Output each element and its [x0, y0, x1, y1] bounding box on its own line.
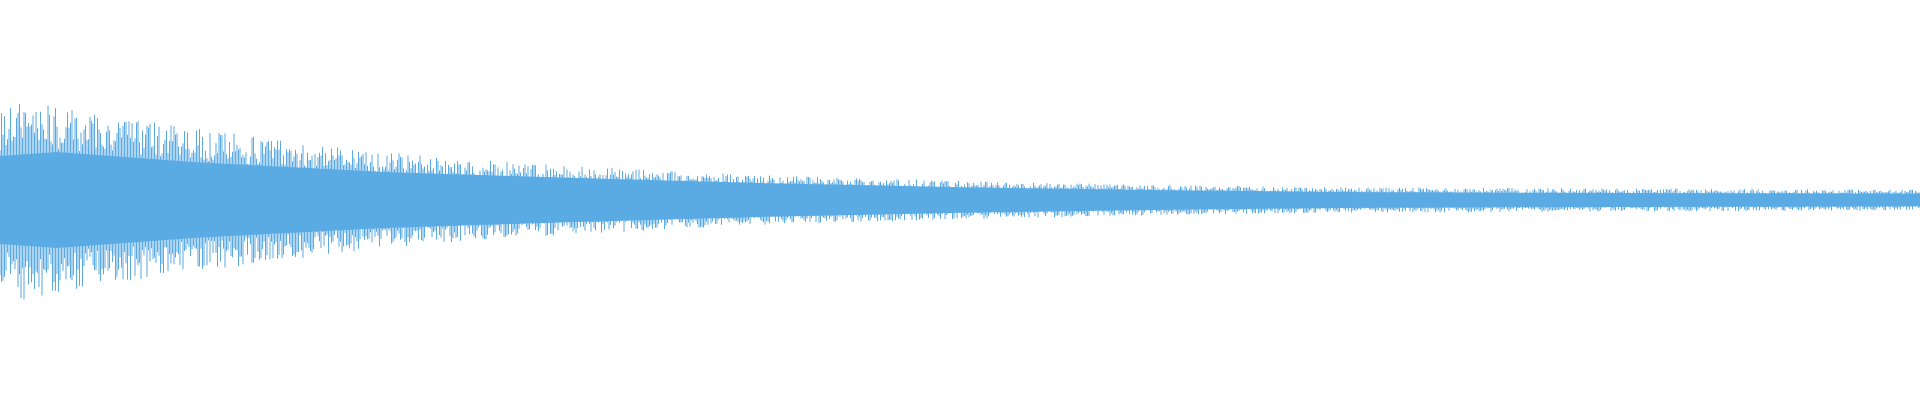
waveform-body	[0, 152, 1920, 248]
